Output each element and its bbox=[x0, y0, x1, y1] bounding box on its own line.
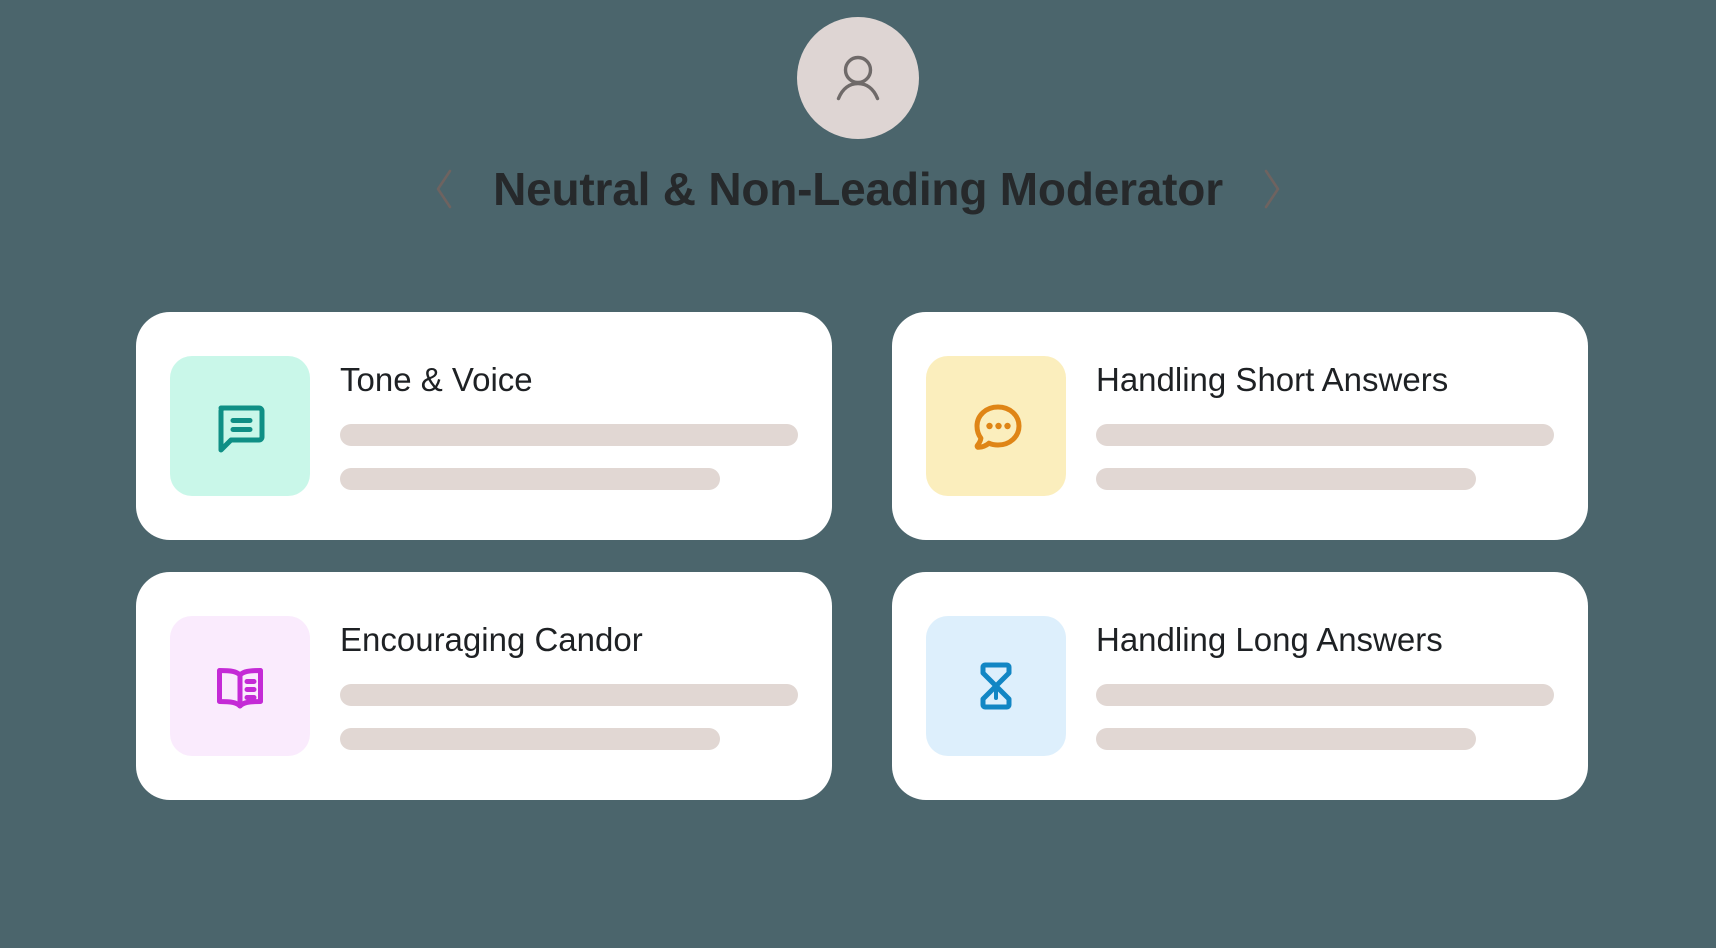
card-body: Tone & Voice bbox=[340, 360, 798, 491]
placeholder-bar bbox=[340, 728, 721, 751]
placeholder-bar bbox=[340, 468, 721, 491]
placeholder-bar bbox=[1096, 684, 1554, 707]
card-body: Encouraging Candor bbox=[340, 620, 798, 751]
chat-bubble-dots-icon bbox=[960, 390, 1032, 462]
card-title: Encouraging Candor bbox=[340, 620, 643, 658]
card-handling-long-answers[interactable]: Handling Long Answers bbox=[892, 572, 1588, 800]
card-title: Handling Long Answers bbox=[1096, 620, 1443, 658]
chat-bubble-lines-icon bbox=[204, 390, 276, 462]
icon-tile bbox=[926, 616, 1066, 756]
page-title: Neutral & Non-Leading Moderator bbox=[493, 163, 1223, 215]
placeholder-bar bbox=[340, 684, 798, 707]
icon-tile bbox=[170, 356, 310, 496]
icon-tile bbox=[926, 356, 1066, 496]
hourglass-icon bbox=[960, 650, 1032, 722]
placeholder-bar bbox=[1096, 468, 1477, 491]
card-title: Handling Short Answers bbox=[1096, 360, 1449, 398]
icon-tile bbox=[170, 616, 310, 756]
card-body: Handling Long Answers bbox=[1096, 620, 1554, 751]
placeholder-bar bbox=[1096, 728, 1477, 751]
card-handling-short-answers[interactable]: Handling Short Answers bbox=[892, 312, 1588, 540]
open-book-icon bbox=[204, 650, 276, 722]
avatar bbox=[797, 17, 919, 139]
card-tone-and-voice[interactable]: Tone & Voice bbox=[136, 312, 832, 540]
card-encouraging-candor[interactable]: Encouraging Candor bbox=[136, 572, 832, 800]
card-title: Tone & Voice bbox=[340, 360, 533, 398]
chevron-right-icon bbox=[1260, 167, 1284, 211]
prev-button[interactable] bbox=[423, 158, 465, 220]
person-icon bbox=[827, 47, 889, 109]
placeholder-bar bbox=[340, 424, 798, 447]
avatar-container bbox=[0, 17, 1716, 139]
card-grid: Tone & Voice Handling Short Answers bbox=[136, 312, 1588, 800]
placeholder-bar bbox=[1096, 424, 1554, 447]
title-navigation-row: Neutral & Non-Leading Moderator bbox=[0, 158, 1716, 220]
next-button[interactable] bbox=[1251, 158, 1293, 220]
chevron-left-icon bbox=[432, 167, 456, 211]
card-body: Handling Short Answers bbox=[1096, 360, 1554, 491]
